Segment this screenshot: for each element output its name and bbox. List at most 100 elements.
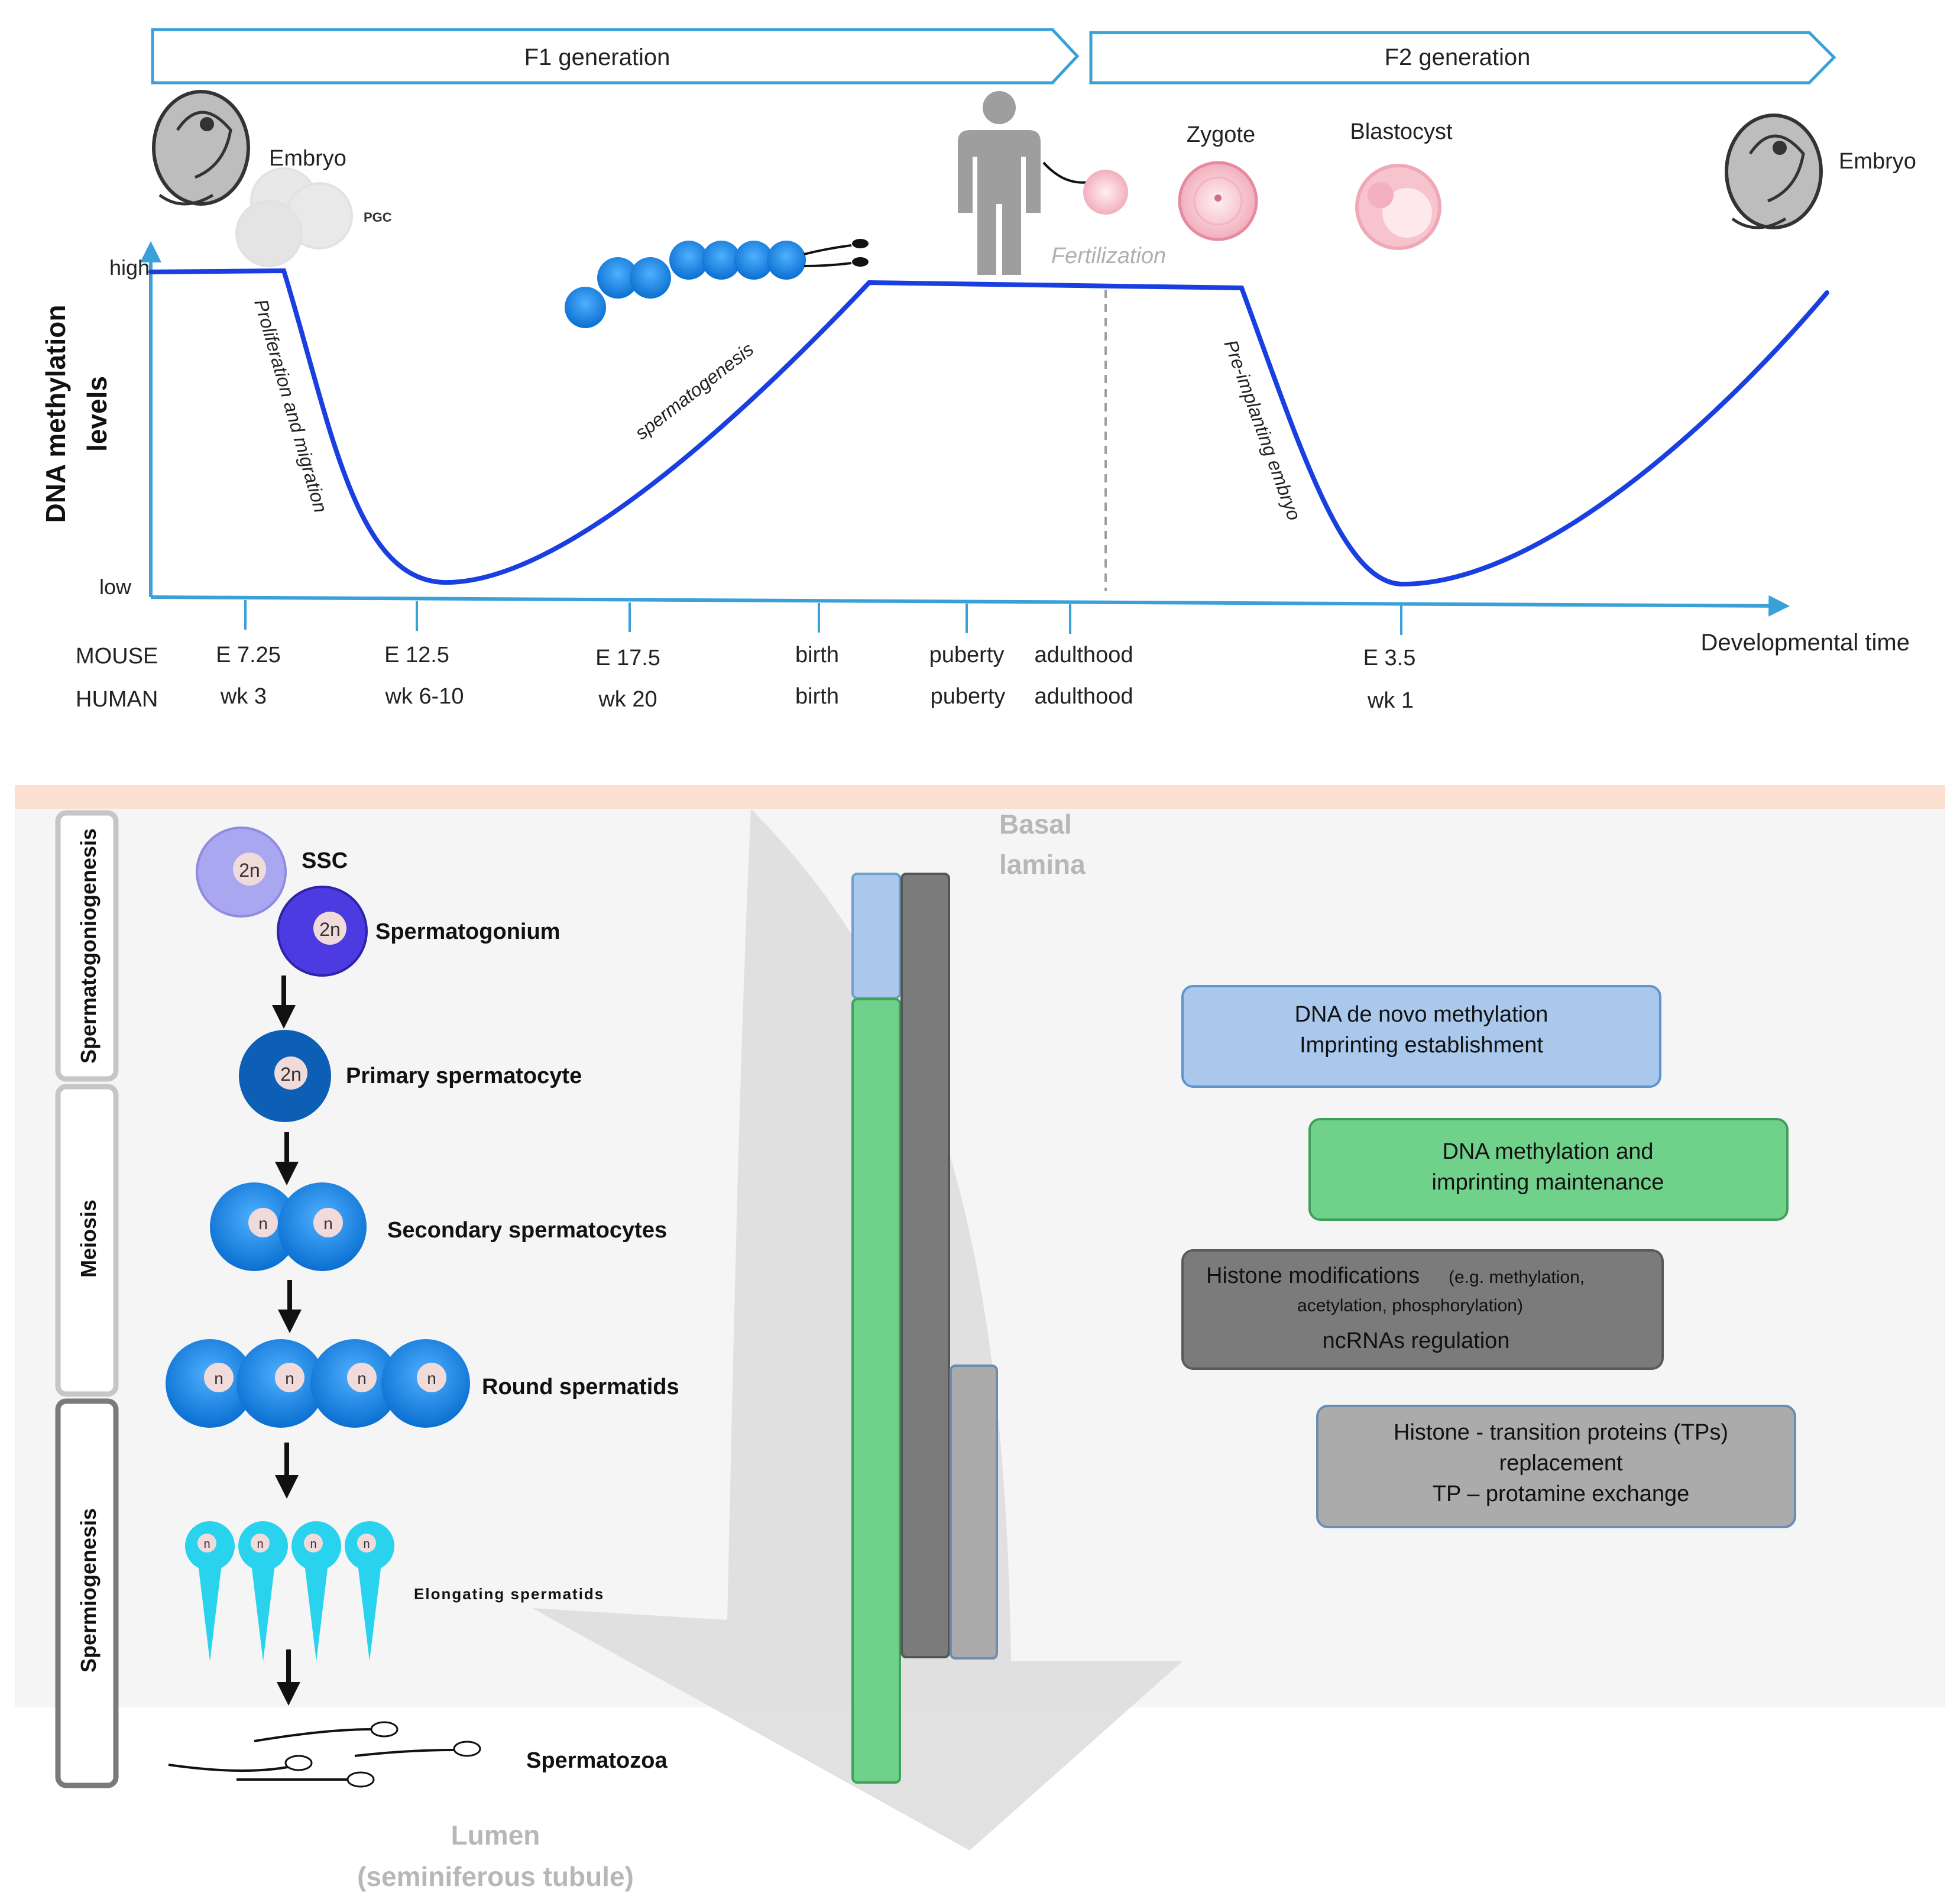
- spermatogenesis-cells-icon: [565, 239, 869, 328]
- pgc-cluster-icon: [235, 167, 353, 267]
- tick-human-1: wk 6-10: [384, 684, 464, 709]
- elongating-spermatids-icon: n n n n: [185, 1521, 394, 1661]
- spermatogonium-label: Spermatogonium: [375, 919, 560, 944]
- tick-human-4: puberty: [931, 684, 1006, 709]
- secondary-ploidy-2: n: [323, 1214, 333, 1233]
- fertilization-label: Fertilization: [1051, 244, 1166, 268]
- spermatogenesis-label: spermatogenesis: [631, 338, 757, 443]
- embryo-left-label: Embryo: [269, 146, 346, 171]
- lumen-label-line2: (seminiferous tubule): [357, 1861, 634, 1892]
- spermatozoa-label: Spermatozoa: [526, 1748, 668, 1773]
- spermatogonium-cell-icon: 2n: [277, 886, 368, 977]
- box-maintenance-line1: DNA methylation and: [1443, 1139, 1654, 1164]
- bar-denovo-methylation: [851, 873, 901, 999]
- tick-mouse-1: E 12.5: [384, 643, 449, 667]
- box-maintenance-line2: imprinting maintenance: [1432, 1170, 1664, 1195]
- tick-mouse-2: E 17.5: [595, 646, 660, 670]
- primary-spermatocyte-label: Primary spermatocyte: [346, 1064, 582, 1088]
- round-spermatids-icon: n n n n: [166, 1339, 470, 1428]
- f2-generation-arrow: F2 generation: [1089, 31, 1836, 85]
- y-high-label: high: [109, 255, 150, 280]
- primary-spermatocyte-icon: 2n: [239, 1030, 331, 1122]
- y-low-label: low: [99, 575, 132, 599]
- box-histone-line1b: (e.g. methylation,: [1449, 1268, 1585, 1287]
- tick-mouse-0: E 7.25: [216, 643, 281, 667]
- blastocyst-label: Blastocyst: [1350, 119, 1453, 144]
- round-ploidy-2: n: [285, 1369, 294, 1388]
- tick-human-0: wk 3: [220, 684, 267, 709]
- elong-ploidy-2: n: [257, 1538, 263, 1551]
- tick-human-2: wk 20: [598, 687, 657, 712]
- box-tp-line2: replacement: [1499, 1451, 1623, 1476]
- ssc-label: SSC: [302, 848, 348, 873]
- box-histone-line3: ncRNAs regulation: [1323, 1328, 1510, 1353]
- methylation-curve: [148, 268, 1829, 587]
- tick-human-5: adulthood: [1035, 684, 1133, 709]
- tick-mouse-3: birth: [795, 643, 839, 667]
- tick-human-6: wk 1: [1367, 688, 1414, 713]
- basal-label-line2: lamina: [999, 849, 1086, 880]
- elong-ploidy-3: n: [310, 1538, 316, 1551]
- bar-histone-modifications: [900, 873, 950, 1658]
- basal-label-line1: Basal: [999, 809, 1072, 840]
- tick-mouse-6: E 3.5: [1363, 646, 1416, 670]
- box-histone-line1a: Histone modifications: [1206, 1263, 1420, 1288]
- x-axis: [150, 595, 1790, 617]
- ssc-ploidy: 2n: [239, 860, 260, 881]
- phase-spermiogenesis-label: Spermiogenesis: [76, 1508, 101, 1673]
- round-ploidy-3: n: [357, 1369, 367, 1388]
- proliferation-label: Proliferation and migration: [250, 297, 332, 515]
- phase-spermiogenesis: Spermiogenesis: [55, 1398, 119, 1788]
- y-axis-title-line2: levels: [82, 376, 112, 452]
- embryo-right-label: Embryo: [1839, 149, 1916, 174]
- elong-ploidy-1: n: [203, 1538, 210, 1551]
- x-ticks: [244, 600, 1402, 635]
- blastocyst-icon: [1355, 164, 1441, 250]
- oocyte-icon: [1083, 170, 1128, 215]
- phase-spermatogoniogenesis: Spermatogoniogenesis: [55, 810, 119, 1082]
- basal-lamina-band: [15, 785, 1945, 809]
- lumen-label-line1: Lumen: [451, 1820, 540, 1850]
- bar-histone-tp-exchange: [950, 1365, 998, 1660]
- round-ploidy-4: n: [427, 1369, 436, 1388]
- f2-generation-label: F2 generation: [1385, 44, 1531, 70]
- bar-methylation-maintenance: [851, 998, 901, 1784]
- human-row-label: HUMAN: [76, 687, 158, 712]
- tick-mouse-5: adulthood: [1035, 643, 1133, 667]
- y-axis-title-line1: DNA methylation: [40, 305, 71, 523]
- person-icon: [958, 91, 1041, 275]
- phase-meiosis-label: Meiosis: [76, 1200, 101, 1278]
- box-denovo-methylation: DNA de novo methylation Imprinting estab…: [1181, 985, 1661, 1088]
- spermatogonium-ploidy: 2n: [319, 919, 341, 940]
- tick-human-3: birth: [795, 684, 839, 709]
- spermatozoa-icon: [168, 1721, 481, 1788]
- box-denovo-line1: DNA de novo methylation: [1295, 1002, 1548, 1027]
- pgc-label: PGC: [364, 210, 392, 225]
- box-tp-line1: Histone - transition proteins (TPs): [1394, 1420, 1728, 1445]
- round-spermatids-label: Round spermatids: [482, 1375, 679, 1399]
- box-histone-line2: acetylation, phosphorylation): [1297, 1296, 1523, 1315]
- elong-ploidy-4: n: [363, 1538, 370, 1551]
- ssc-cell-icon: 2n: [196, 827, 287, 918]
- secondary-spermatocytes-label: Secondary spermatocytes: [387, 1218, 667, 1243]
- box-methylation-maintenance: DNA methylation and imprinting maintenan…: [1308, 1118, 1789, 1221]
- elongating-spermatids-label: Elongating spermatids: [414, 1585, 604, 1603]
- f1-generation-arrow: F1 generation: [151, 28, 1080, 85]
- secondary-ploidy-1: n: [258, 1214, 268, 1233]
- primary-ploidy: 2n: [280, 1064, 302, 1085]
- phase-spermatogoniogenesis-label: Spermatogoniogenesis: [76, 828, 101, 1064]
- zygote-label: Zygote: [1187, 122, 1255, 147]
- round-ploidy-1: n: [214, 1369, 223, 1388]
- embryo-right-icon: [1725, 114, 1823, 229]
- tick-mouse-4: puberty: [929, 643, 1005, 667]
- y-axis-title: DNA methylation levels: [40, 305, 112, 523]
- zygote-icon: [1178, 161, 1258, 241]
- phase-meiosis: Meiosis: [55, 1084, 119, 1397]
- box-histone-tp-exchange: Histone - transition proteins (TPs) repl…: [1316, 1405, 1796, 1528]
- box-histone-modifications: Histone modifications (e.g. methylation,…: [1181, 1249, 1664, 1370]
- embryo-left-icon: [152, 90, 250, 206]
- f1-generation-label: F1 generation: [524, 44, 670, 70]
- box-tp-line3: TP – protamine exchange: [1433, 1482, 1689, 1506]
